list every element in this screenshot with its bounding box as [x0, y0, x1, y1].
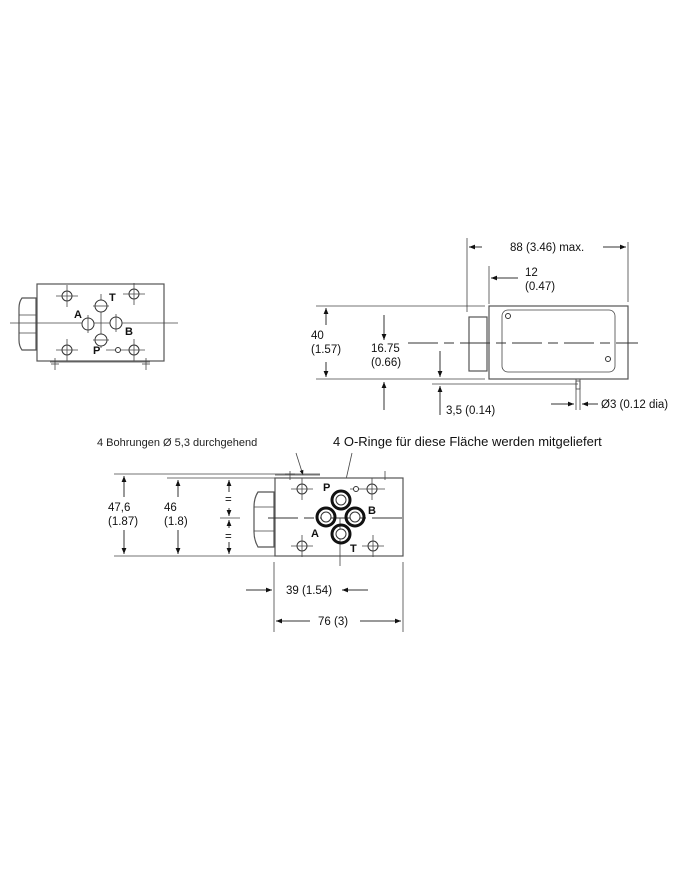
dim-width: 76 (3) [318, 616, 348, 628]
equal-mark-bottom: = [225, 531, 232, 543]
port-label-a-bottom: A [311, 528, 319, 540]
side-nut [468, 316, 488, 372]
port-label-p: P [93, 345, 100, 357]
dim-center-2: (0.66) [371, 357, 401, 369]
mounting-holes-bottom [291, 478, 385, 557]
dim-length: 88 (3.46) max. [510, 242, 584, 254]
side-view: 88 (3.46) max. 12 (0.47) 40 (1.57) 16.75… [311, 238, 668, 417]
port-label-t-bottom: T [350, 543, 357, 555]
solenoid-cover [501, 309, 616, 373]
dim-height-bottom-1: 46 [164, 502, 177, 514]
equal-mark-top: = [225, 494, 232, 506]
dim-height-bottom-2: (1.8) [164, 516, 188, 528]
o-rings [315, 489, 366, 545]
valve-body [36, 283, 165, 362]
port-label-t: T [109, 292, 116, 304]
dim-total-height-2: (1.87) [108, 516, 138, 528]
bottom-view: 4 Bohrungen Ø 5,3 durchgehend 4 O-Ringe … [97, 434, 602, 632]
dim-center-1: 16.75 [371, 343, 400, 355]
note-orings: 4 O-Ringe für diese Fläche werden mitgel… [333, 434, 602, 449]
top-view: T A B P [10, 283, 178, 370]
hex-nut-bottom [253, 491, 275, 548]
hex-nut [18, 297, 37, 351]
dim-offset-1: 12 [525, 267, 538, 279]
dim-height-2: (1.57) [311, 344, 341, 356]
port-label-b: B [125, 326, 133, 338]
dim-port-offset: 39 (1.54) [286, 585, 332, 597]
note-bores: 4 Bohrungen Ø 5,3 durchgehend [97, 437, 257, 449]
port-label-b-bottom: B [368, 505, 376, 517]
dim-offset-2: (0.47) [525, 281, 555, 293]
dim-pin-offset: 3,5 (0.14) [446, 405, 495, 417]
dim-height-1: 40 [311, 330, 324, 342]
mounting-holes [56, 283, 145, 361]
port-label-p-bottom: P [323, 482, 330, 494]
port-label-a: A [74, 309, 82, 321]
dim-total-height-1: 47,6 [108, 502, 130, 514]
dim-pin-dia: Ø3 (0.12 dia) [601, 399, 668, 411]
